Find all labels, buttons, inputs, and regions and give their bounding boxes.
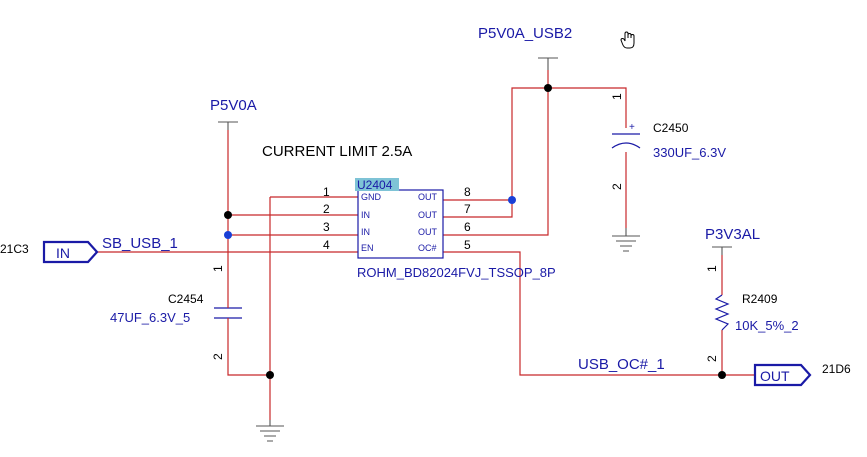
wire-pin5-oc	[443, 251, 755, 376]
ic-body	[357, 189, 444, 259]
ic-pin-number: 2	[323, 202, 330, 216]
p3v3al-rail-symbol	[712, 246, 732, 255]
p5v0a-rail-symbol	[218, 121, 238, 130]
cap-ref-label: C2454	[168, 292, 204, 306]
ic-pin-name: OUT	[418, 227, 438, 237]
ic-pin-name: OC#	[418, 243, 437, 253]
junction-dot	[224, 211, 232, 219]
resistor-value-label: 10K_5%_2	[735, 318, 799, 333]
port-in-label: IN	[56, 245, 70, 261]
net-label-usb-oc-1: USB_OC#_1	[578, 356, 665, 373]
port-out-label: OUT	[760, 368, 790, 384]
ic-ref-label: U2404	[357, 178, 393, 192]
capacitor-c2450[interactable]: +	[611, 122, 641, 149]
hand-cursor-icon	[620, 31, 635, 49]
wire-pin7-out	[443, 87, 548, 218]
port-out-sheet-ref: 21D6	[822, 362, 851, 376]
ic-pin-name: OUT	[418, 210, 438, 220]
cap-value-label: 47UF_6.3V_5	[110, 310, 190, 325]
capacitor-c2454[interactable]	[214, 290, 242, 330]
ic-pin-number: 6	[464, 220, 471, 234]
polarity-plus-icon: +	[629, 122, 635, 133]
net-label-p5v0a: P5V0A	[210, 97, 257, 114]
cap-pin-number: 2	[610, 183, 624, 190]
junction-dot	[718, 371, 726, 379]
port-in-sheet-ref: 21C3	[0, 242, 29, 256]
port-out[interactable]: OUT	[753, 363, 812, 387]
ic-pin-number: 3	[323, 220, 330, 234]
junction-dot	[224, 231, 232, 239]
cap-value-label: 330UF_6.3V	[653, 145, 726, 160]
cap-ref-label: C2450	[653, 121, 689, 135]
current-limit-note: CURRENT LIMIT 2.5A	[262, 143, 412, 160]
ic-pin-number: 5	[464, 238, 471, 252]
ic-part-label: ROHM_BD82024FVJ_TSSOP_8P	[357, 265, 556, 280]
cap-pin-number: 1	[610, 93, 624, 100]
p5v0a-usb2-rail-symbol	[538, 57, 558, 70]
cap-pin-number: 2	[211, 353, 225, 360]
net-label-p3v3al: P3V3AL	[705, 226, 760, 243]
net-label-p5v0a-usb2: P5V0A_USB2	[478, 25, 572, 42]
ic-pin-number: 8	[464, 185, 471, 199]
ic-pin-number: 7	[464, 202, 471, 216]
net-label-sb-usb-1: SB_USB_1	[102, 235, 178, 252]
ic-u2404[interactable]: U2404 GND IN IN EN OUT OUT OUT OC# 1 2 3…	[323, 178, 471, 259]
resistor-pin-number: 2	[705, 355, 719, 362]
junction-dot	[544, 84, 552, 92]
port-in[interactable]: IN	[42, 240, 99, 264]
ic-pin-name: IN	[361, 227, 370, 237]
ground-symbol-left	[256, 420, 284, 442]
junction-dot	[508, 196, 516, 204]
wire-c2450-top	[548, 87, 627, 128]
ic-pin-name: IN	[361, 210, 370, 220]
cap-pin-number: 1	[211, 265, 225, 272]
ic-pin-number: 4	[323, 238, 330, 252]
ic-pin-name: GND	[361, 192, 382, 202]
wire-c2454-bottom	[227, 330, 270, 376]
wire-pin6-out	[443, 70, 549, 236]
ic-pin-name: OUT	[418, 192, 438, 202]
ic-ref-highlight	[355, 178, 399, 191]
resistor-r2409[interactable]	[714, 294, 730, 331]
ic-pin-name: EN	[361, 243, 374, 253]
junction-dot	[266, 371, 274, 379]
ic-pin-number: 1	[323, 185, 330, 199]
resistor-pin-number: 1	[705, 265, 719, 272]
ground-symbol-right	[612, 228, 640, 252]
resistor-ref-label: R2409	[742, 292, 778, 306]
